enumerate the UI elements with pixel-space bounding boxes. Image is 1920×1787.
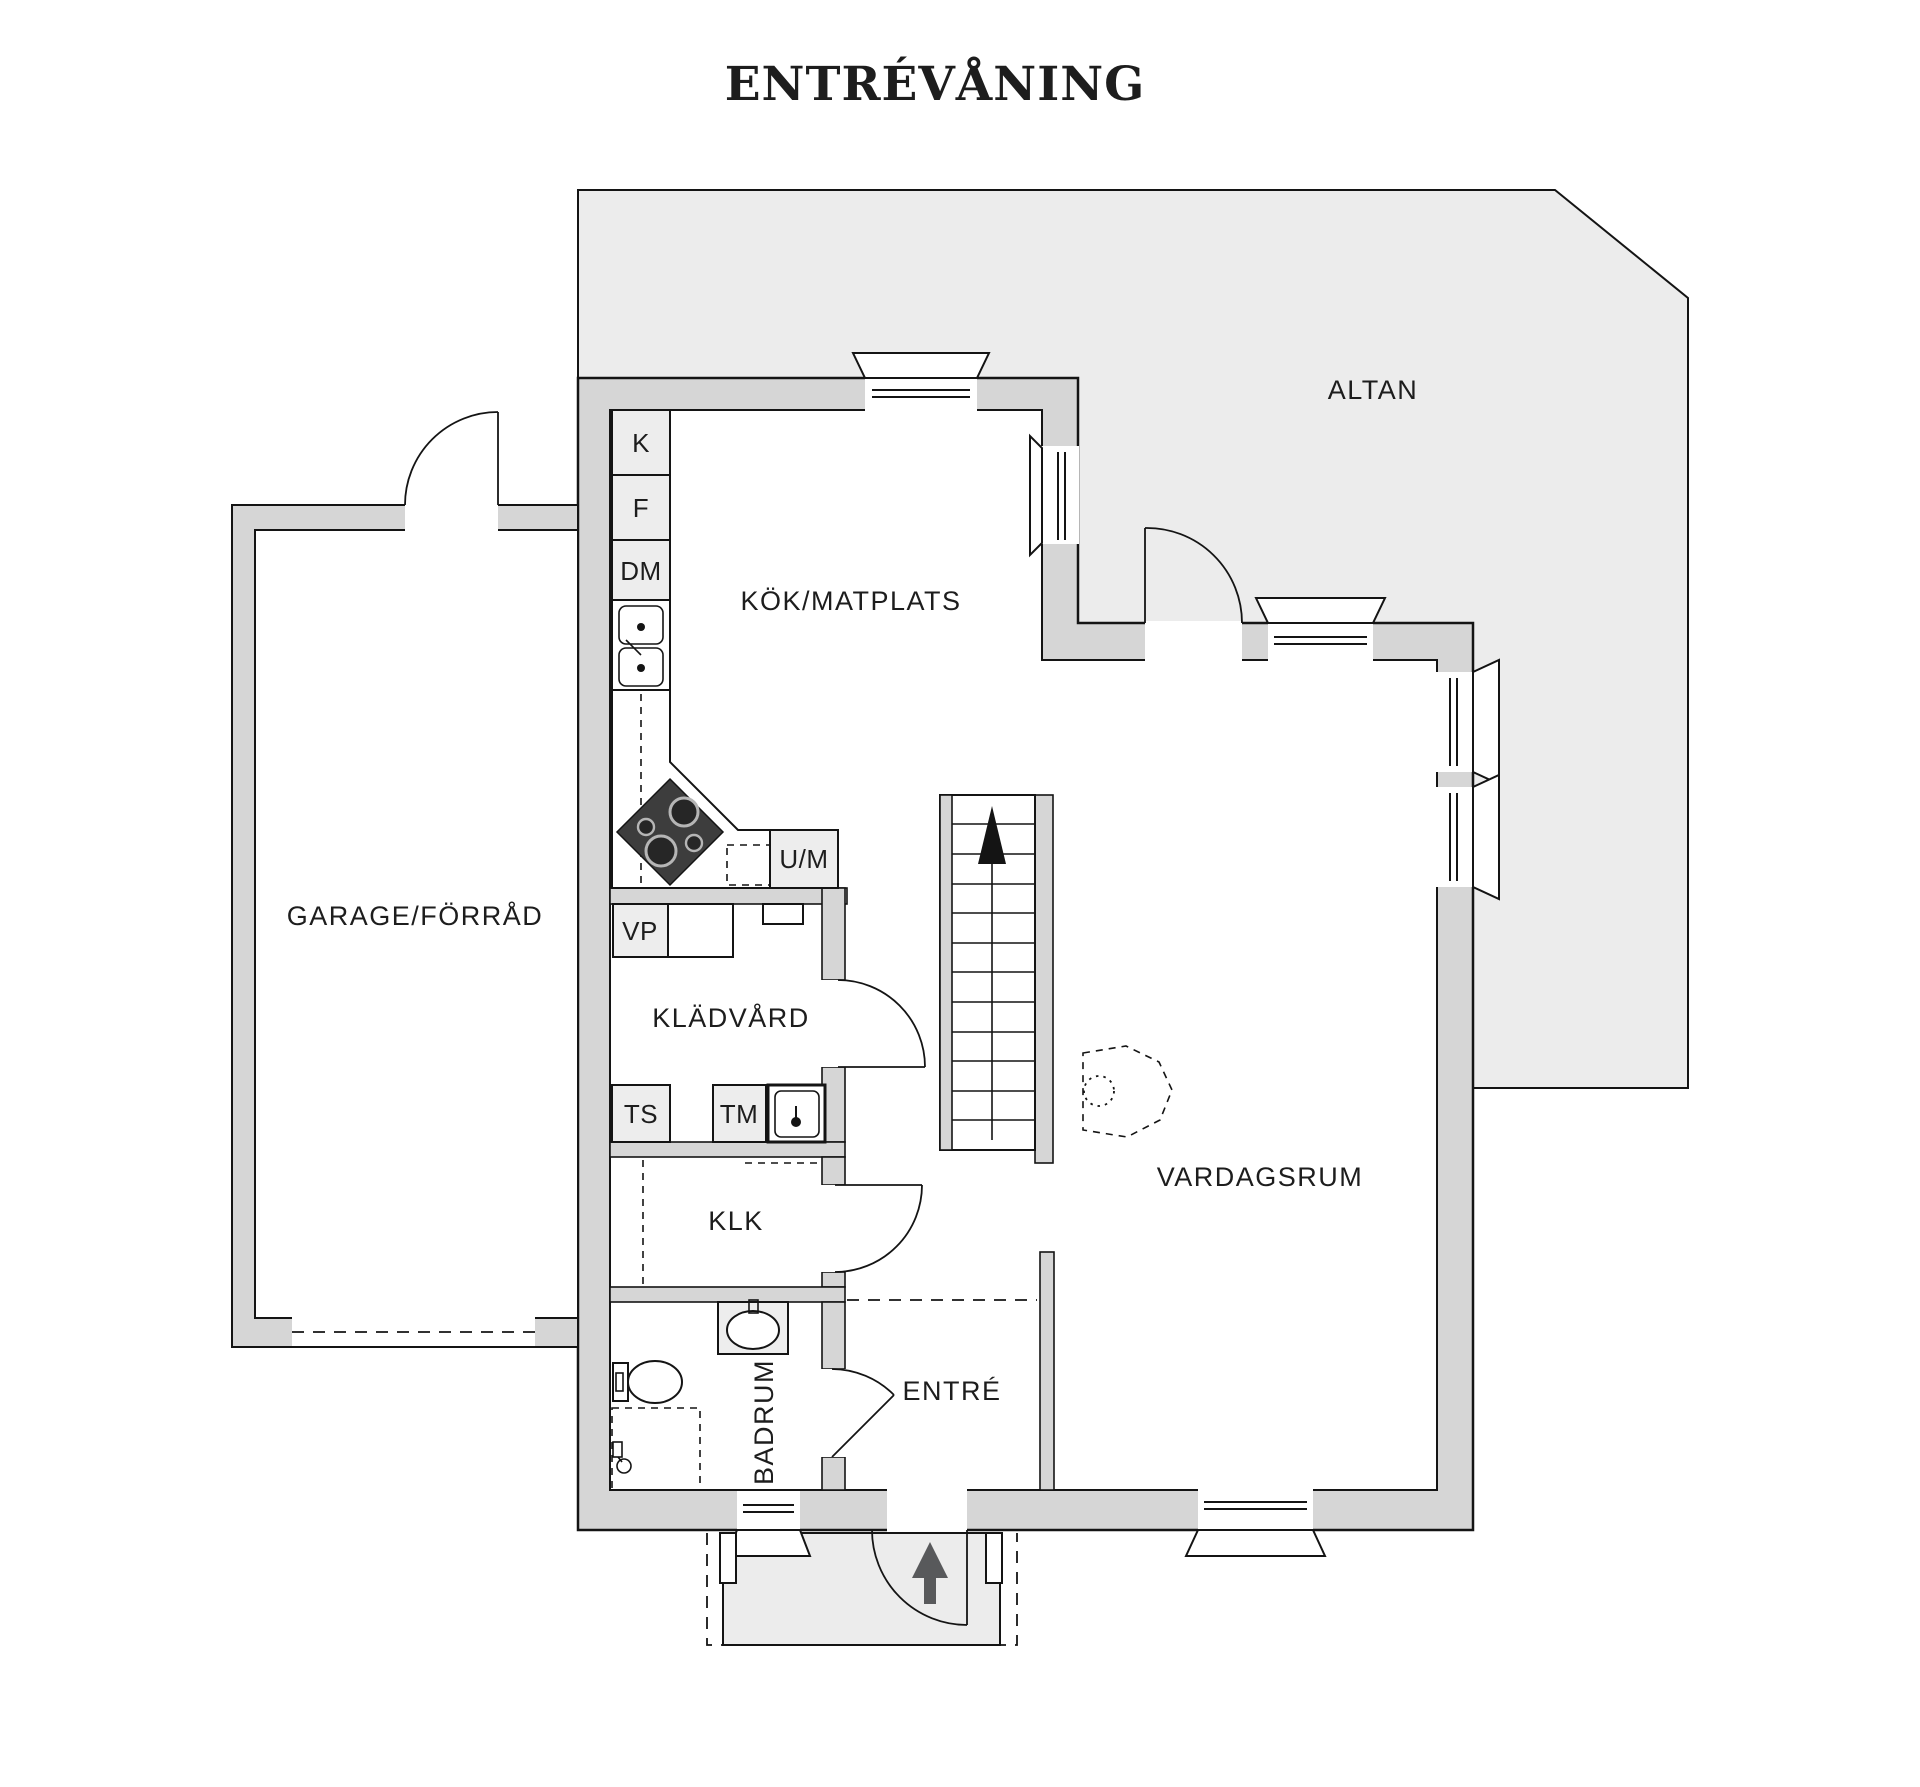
window-living-north	[1254, 597, 1387, 662]
porch-details	[719, 1532, 1003, 1604]
wall-closet-south	[609, 1286, 846, 1303]
room-label-garage: GARAGE/FÖRRÅD	[287, 900, 544, 931]
wall-closet-north	[609, 1141, 846, 1158]
porch-slab	[722, 1532, 1001, 1646]
fridge-cabinet	[611, 409, 671, 601]
wall-entry-living	[1039, 1251, 1055, 1491]
laundry-fixtures	[611, 903, 827, 1144]
garage-door-opening	[292, 1316, 535, 1349]
door-garage-side	[404, 411, 499, 532]
stairs-up-arrow-icon	[978, 806, 1006, 864]
heat-pump-unit	[612, 903, 669, 958]
room-label-closet: KLK	[708, 1206, 764, 1236]
doors	[404, 411, 1243, 1626]
laundry-bench	[762, 903, 804, 925]
laundry-sink-icon	[766, 1083, 827, 1144]
window-living-south	[1184, 1488, 1327, 1557]
stairs-left-stringer	[939, 794, 953, 1151]
porch-post-right	[985, 1532, 1003, 1584]
room-label-living: VARDAGSRUM	[1157, 1162, 1364, 1192]
stove-icon	[615, 777, 725, 887]
window-bathroom-south	[725, 1491, 812, 1557]
fireplace-symbol	[1082, 1045, 1173, 1138]
bathroom-fixtures	[611, 1299, 789, 1491]
freezer-label: F	[633, 493, 649, 523]
room-label-entry: ENTRÉ	[902, 1376, 1001, 1406]
entrance-arrow-icon	[912, 1542, 948, 1604]
drying-cabinet-unit	[611, 1084, 671, 1143]
washing-machine-unit	[712, 1084, 767, 1143]
stairs	[939, 794, 1036, 1151]
wall-closet-east-lower	[821, 1271, 846, 1288]
door-laundry	[820, 979, 926, 1068]
room-label-laundry: KLÄDVÅRD	[652, 1002, 810, 1033]
bathroom-sink-icon	[717, 1299, 789, 1355]
kitchen-cabinets	[611, 409, 839, 889]
room-labels: ALTAN KÖK/MATPLATS GARAGE/FÖRRÅD KLÄDVÅR…	[287, 375, 1419, 1485]
fridge-label: K	[632, 428, 650, 458]
closet-details	[642, 1160, 820, 1285]
wall-laundry-east-upper	[821, 887, 846, 981]
interior-walls	[609, 794, 1055, 1491]
window-kitchen-north	[851, 352, 991, 412]
windows	[725, 352, 1500, 1557]
window-kitchen-east	[1029, 433, 1079, 558]
room-label-kitchen: KÖK/MATPLATS	[740, 586, 961, 616]
page-title: ENTRÉVÅNING	[725, 56, 1146, 112]
kitchen-sink-cabinet	[611, 599, 671, 691]
garage-floor	[254, 529, 579, 1319]
laundry-counter	[667, 903, 734, 958]
window-living-east-upper	[1435, 658, 1500, 786]
door-bathroom	[820, 1368, 895, 1458]
window-living-east-lower	[1435, 773, 1500, 901]
drying-cabinet-label: TS	[624, 1099, 658, 1129]
porch-post-left	[719, 1532, 737, 1584]
door-altan	[1144, 527, 1243, 662]
appliance-labels: K F DM U/M VP TS TM	[620, 428, 828, 1129]
wall-bathroom-east-lower	[821, 1456, 846, 1491]
dishwasher-label: DM	[620, 556, 661, 586]
oven-microwave-label: U/M	[779, 844, 828, 874]
wall-bathroom-east-upper	[821, 1301, 846, 1370]
shower-icon	[611, 1407, 701, 1491]
wall-closet-east-upper	[821, 1156, 846, 1186]
kitchen-sink-icon	[618, 605, 664, 687]
oven-microwave-cabinet	[769, 829, 839, 889]
wall-stairs-east	[1034, 794, 1054, 1164]
entrance-porch	[706, 1532, 1018, 1646]
toilet-icon	[612, 1360, 683, 1404]
washing-machine-label: TM	[720, 1099, 759, 1129]
room-label-bathroom: BADRUM	[749, 1359, 779, 1485]
heat-pump-label: VP	[622, 916, 658, 946]
counter-dashed-box	[726, 844, 771, 886]
wall-kitchen-laundry	[609, 887, 848, 905]
room-label-altan: ALTAN	[1328, 375, 1419, 405]
door-front-entrance	[871, 1488, 968, 1626]
door-closet	[820, 1184, 923, 1273]
